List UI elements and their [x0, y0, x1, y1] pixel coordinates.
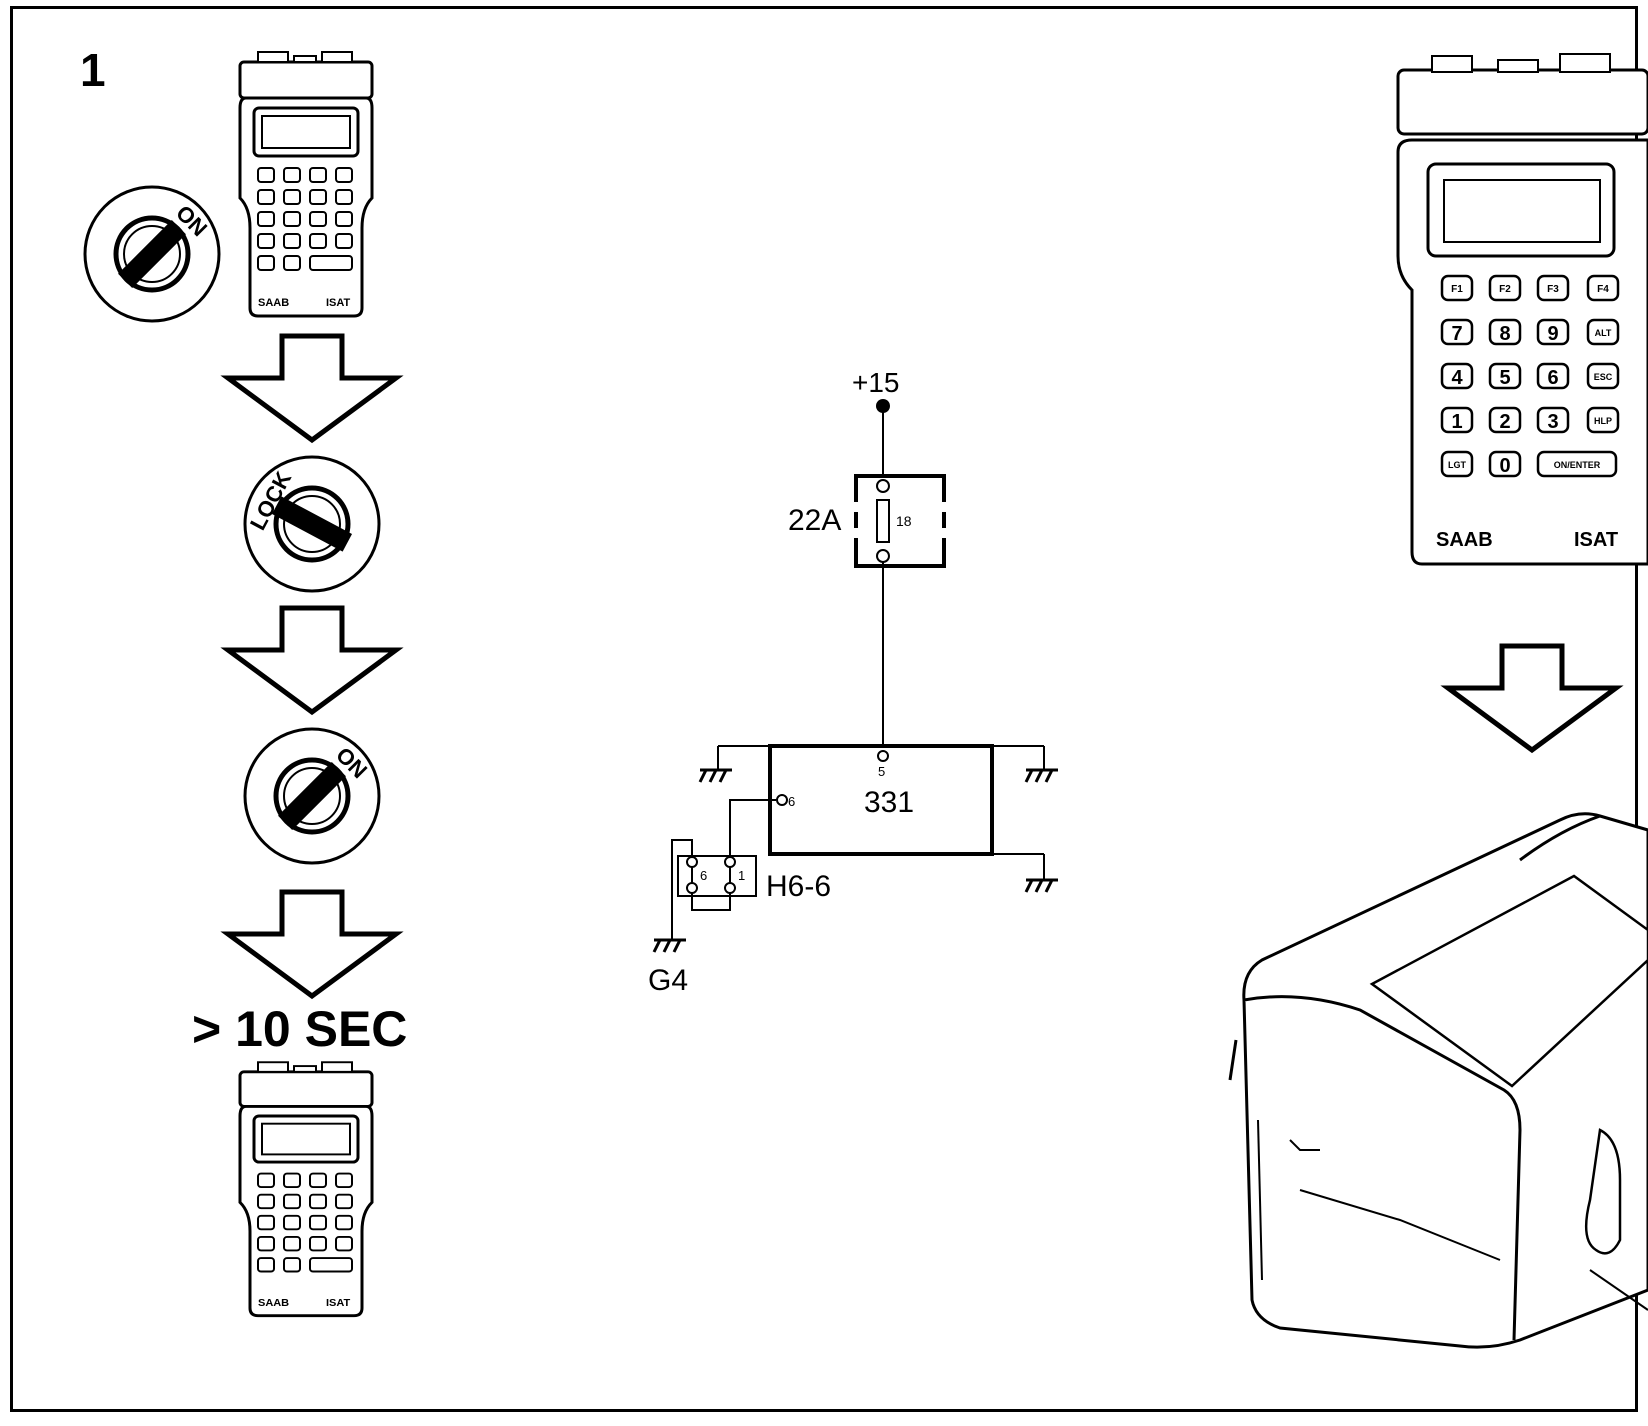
key-4-label: 4: [1451, 367, 1463, 389]
isat-tester-icon: SAAB ISAT: [238, 50, 374, 318]
key-lgt-label: LGT: [1448, 460, 1466, 470]
key-5-label: 5: [1499, 367, 1510, 389]
diagnostic-connector: 6 1: [677, 855, 757, 911]
key-esc-label: ESC: [1594, 372, 1613, 382]
connector-pin-b: 1: [738, 868, 745, 883]
illustration-frame: [10, 6, 1638, 1412]
ignition-key-lock-icon: LOCK: [245, 457, 379, 591]
connector-label: H6-6: [766, 870, 831, 903]
ground-label: G4: [648, 964, 688, 997]
key-enter-label: ON/ENTER: [1554, 460, 1601, 470]
tester-brand-label: SAAB: [258, 297, 289, 309]
ground-icon: [698, 768, 734, 784]
key-2-label: 2: [1499, 411, 1510, 433]
module-label: 331: [864, 786, 914, 819]
tester-model-label: ISAT: [326, 1297, 351, 1309]
key-1-label: 1: [1451, 411, 1462, 433]
down-arrow-icon: [1448, 646, 1616, 750]
key-alt-label: ALT: [1595, 328, 1612, 338]
key-8-label: 8: [1499, 323, 1510, 345]
key-6-label: 6: [1547, 367, 1558, 389]
down-arrow-icon: [228, 336, 396, 440]
key-3-label: 3: [1547, 411, 1558, 433]
connector-pin-a: 6: [700, 868, 707, 883]
ignition-key-on-icon: ON: [245, 729, 379, 863]
tester-model-label: ISAT: [326, 297, 351, 309]
key-f3-label: F3: [1547, 284, 1559, 295]
key-0-label: 0: [1499, 455, 1510, 477]
fuse-icon: [876, 499, 890, 543]
down-arrow-icon: [228, 608, 396, 712]
isat-tester-large-icon: F1 F2 F3 F4 7 8 9 ALT 4 5 6 ESC 1 2 3 HL…: [1396, 53, 1648, 566]
control-module: [768, 744, 994, 856]
control-unit-icon: [1228, 812, 1648, 1349]
step-number: 1: [80, 44, 106, 96]
fuse-number: 18: [896, 513, 912, 529]
key-f4-label: F4: [1597, 284, 1609, 295]
duration-label: > 10 SEC: [192, 1001, 407, 1057]
tester-brand-label: SAAB: [258, 1297, 289, 1309]
ground-icon: [652, 938, 688, 954]
supply-label: +15: [852, 367, 900, 398]
key-hlp-label: HLP: [1594, 416, 1612, 426]
ground-icon: [1024, 878, 1060, 894]
key-9-label: 9: [1547, 323, 1558, 345]
tester-model-label: ISAT: [1574, 529, 1618, 551]
module-pin-supply: 5: [878, 764, 885, 779]
tester-brand-label: SAAB: [1436, 529, 1493, 551]
wiring-diagram: +15 18 22A 5 331 6: [648, 367, 1060, 997]
key-f1-label: F1: [1451, 284, 1463, 295]
down-arrow-icon: [228, 892, 396, 996]
isat-tester-icon: SAAB ISAT: [238, 1060, 374, 1318]
fuse-box: 18: [854, 474, 946, 568]
key-f2-label: F2: [1499, 284, 1511, 295]
fuse-box-label: 22A: [788, 504, 841, 537]
ground-icon: [1024, 768, 1060, 784]
key-7-label: 7: [1451, 323, 1462, 345]
ignition-key-on-icon: ON: [85, 187, 219, 321]
module-pin-diag: 6: [788, 794, 795, 809]
